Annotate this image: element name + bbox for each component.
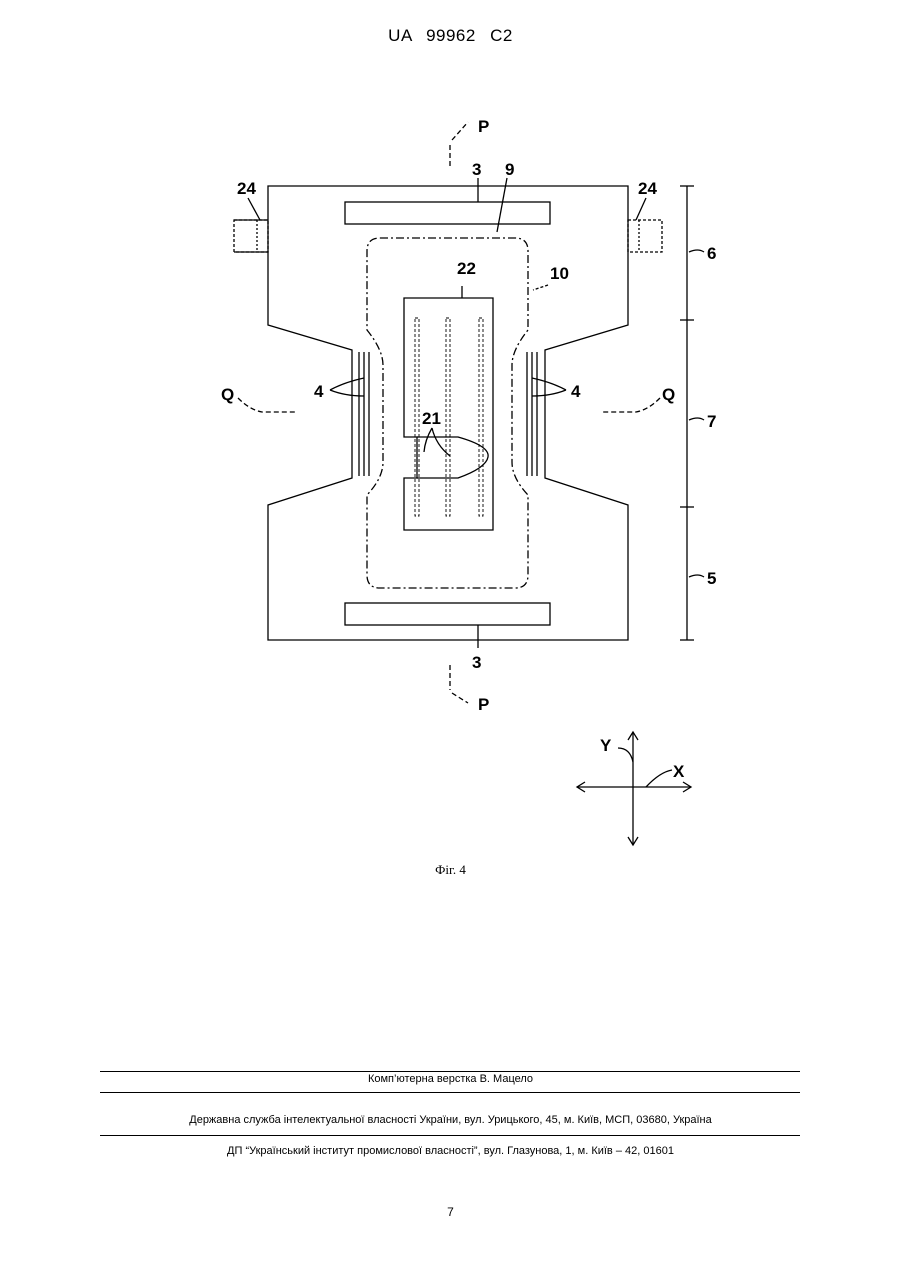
footer-institute: ДП “Український інститут промислової вла… — [0, 1145, 901, 1157]
label-axis-x: X — [673, 762, 685, 781]
label-ref-4-left: 4 — [314, 382, 324, 401]
label-p-top: P — [478, 117, 489, 136]
page-number: 7 — [0, 1205, 901, 1219]
absorbent-body-outline — [367, 238, 528, 588]
footer-agency: Державна служба інтелектуальної власност… — [0, 1114, 901, 1126]
label-ref-7: 7 — [707, 412, 716, 431]
label-ref-6: 6 — [707, 244, 716, 263]
label-ref-5: 5 — [707, 569, 716, 588]
waist-elastic-bottom — [345, 603, 550, 625]
label-ref-24-right: 24 — [638, 179, 657, 198]
label-ref-10: 10 — [550, 264, 569, 283]
label-ref-21: 21 — [422, 409, 441, 428]
pocket-21 — [417, 437, 488, 478]
label-ref-4-right: 4 — [571, 382, 581, 401]
figure-caption: Фіг. 4 — [0, 862, 901, 878]
label-q-left: Q — [221, 385, 234, 404]
tape-fastener-left — [234, 220, 268, 252]
waist-elastic-top — [345, 202, 550, 224]
tape-fastener-right — [628, 220, 662, 252]
label-ref-22: 22 — [457, 259, 476, 278]
footer-rule-2 — [100, 1092, 800, 1093]
footer-layout-credit: Комп’ютерна верстка В. Мацело — [0, 1073, 901, 1085]
label-q-right: Q — [662, 385, 675, 404]
label-axis-y: Y — [600, 736, 612, 755]
label-ref-3-bottom: 3 — [472, 653, 481, 672]
outer-outline — [268, 186, 628, 640]
label-ref-24-left: 24 — [237, 179, 256, 198]
top-sheet-22 — [404, 298, 493, 530]
label-p-bottom: P — [478, 695, 489, 714]
footer-rule-3 — [100, 1135, 800, 1136]
label-ref-9: 9 — [505, 160, 514, 179]
label-ref-3-top: 3 — [472, 160, 481, 179]
footer-rule-1 — [100, 1071, 800, 1072]
